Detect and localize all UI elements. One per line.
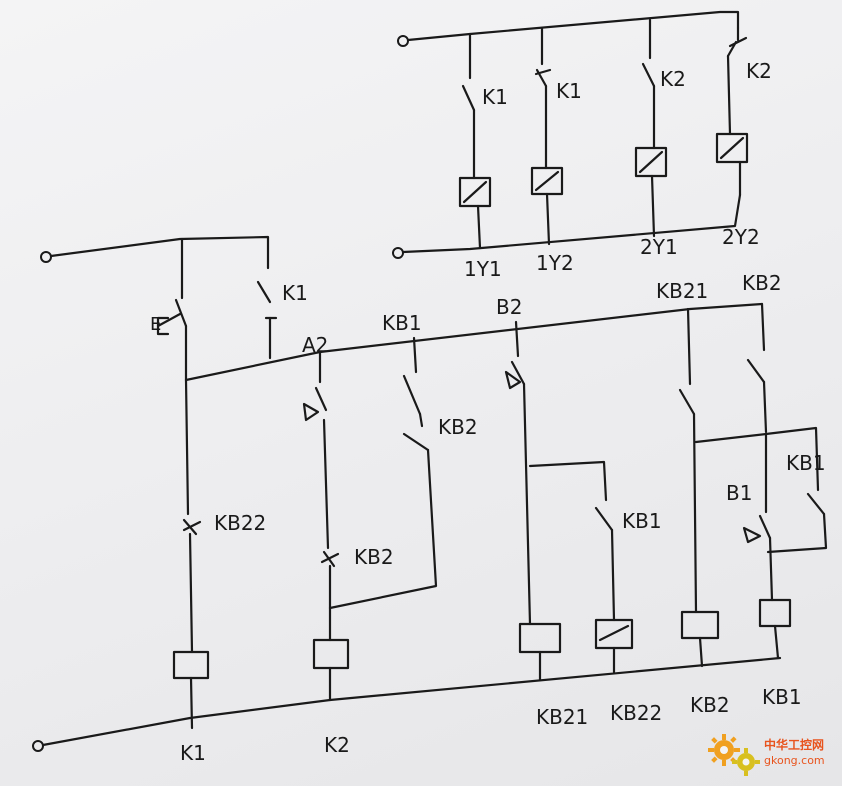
label-kb1-mid: KB1 bbox=[622, 509, 662, 533]
coil-kb1 bbox=[758, 598, 792, 628]
label-coil-k1: K1 bbox=[180, 741, 206, 765]
top-circuit: K1 K1 K2 K2 1Y1 1Y2 2Y1 2Y2 bbox=[392, 10, 772, 281]
label-limit-b2: B2 bbox=[496, 295, 522, 319]
k2-no-contact bbox=[641, 62, 656, 88]
watermark-site-name: 中华工控网 bbox=[764, 738, 825, 752]
label-start-button: E bbox=[150, 314, 161, 335]
kb2-top-contact bbox=[746, 358, 766, 384]
label-coil-kb21: KB21 bbox=[536, 705, 588, 729]
kb21-no-contact bbox=[678, 388, 696, 416]
coil-k2 bbox=[312, 638, 350, 670]
rung-kb2-kb1 bbox=[678, 302, 828, 668]
label-k2-no: K2 bbox=[660, 67, 686, 91]
branch-2y2 bbox=[715, 26, 749, 197]
label-k1-nc: K1 bbox=[556, 79, 582, 103]
gear-logo-icon bbox=[708, 734, 760, 776]
rung-kb21 bbox=[504, 320, 634, 682]
label-limit-b1: B1 bbox=[726, 481, 752, 505]
label-kb2-nc: KB2 bbox=[354, 545, 394, 569]
bottom-circuit: E K1 A2 KB1 B2 KB21 KB2 KB2 KB22 KB2 KB1… bbox=[32, 235, 828, 765]
label-kb21-top: KB21 bbox=[656, 279, 708, 303]
k1-hold-contact bbox=[256, 280, 272, 304]
coil-2y2 bbox=[715, 132, 749, 164]
limit-b2 bbox=[510, 360, 526, 386]
label-coil-1y2: 1Y2 bbox=[536, 251, 574, 275]
top-return-rail bbox=[401, 193, 742, 254]
top-return-terminal bbox=[392, 247, 404, 259]
top-supply-terminal bbox=[397, 35, 409, 47]
kb1-no-contact bbox=[402, 374, 422, 416]
gkong-watermark: 中华工控网 gkong.com bbox=[704, 728, 840, 780]
label-kb22-nc: KB22 bbox=[214, 511, 266, 535]
branch-2y1 bbox=[634, 18, 668, 238]
bottom-supply-terminal bbox=[40, 251, 52, 263]
label-k2-nc: K2 bbox=[746, 59, 772, 83]
kb2-no-contact bbox=[402, 432, 430, 452]
k1-no-contact bbox=[461, 84, 476, 112]
limit-a2 bbox=[314, 386, 328, 412]
kb1-hold-contact bbox=[806, 492, 826, 516]
label-coil-1y1: 1Y1 bbox=[464, 257, 502, 281]
rung-k2 bbox=[302, 336, 438, 702]
k2-nc-contact bbox=[726, 40, 738, 58]
label-coil-kb22: KB22 bbox=[610, 701, 662, 725]
label-k1-no: K1 bbox=[482, 85, 508, 109]
label-coil-2y1: 2Y1 bbox=[640, 235, 678, 259]
coil-kb2 bbox=[680, 610, 720, 640]
branch-1y2 bbox=[530, 26, 564, 246]
branch-1y1 bbox=[458, 32, 492, 250]
k1-hold-contact-group bbox=[256, 280, 278, 360]
coil-k1 bbox=[172, 650, 210, 680]
label-k1-hold: K1 bbox=[282, 281, 308, 305]
bottom-supply-rail bbox=[49, 235, 270, 270]
top-supply-rail bbox=[406, 10, 740, 42]
watermark-domain: gkong.com bbox=[764, 754, 825, 767]
limit-b1 bbox=[758, 514, 772, 540]
label-limit-a2: A2 bbox=[302, 333, 328, 357]
label-kb1-hold: KB1 bbox=[786, 451, 826, 475]
label-kb2-mid: KB2 bbox=[438, 415, 478, 439]
rung-k1 bbox=[172, 378, 210, 730]
kb1-branch-contact bbox=[594, 506, 614, 532]
coil-1y1 bbox=[458, 176, 492, 208]
label-coil-kb1: KB1 bbox=[762, 685, 802, 709]
bottom-return-rail bbox=[41, 656, 782, 747]
label-coil-k2: K2 bbox=[324, 733, 350, 757]
start-button bbox=[156, 237, 188, 382]
bottom-return-terminal bbox=[32, 740, 44, 752]
coil-kb21 bbox=[518, 622, 562, 654]
label-coil-2y2: 2Y2 bbox=[722, 225, 760, 249]
label-kb1-top: KB1 bbox=[382, 311, 422, 335]
label-kb2-top: KB2 bbox=[742, 271, 782, 295]
label-coil-kb2: KB2 bbox=[690, 693, 730, 717]
control-bus bbox=[184, 302, 764, 382]
